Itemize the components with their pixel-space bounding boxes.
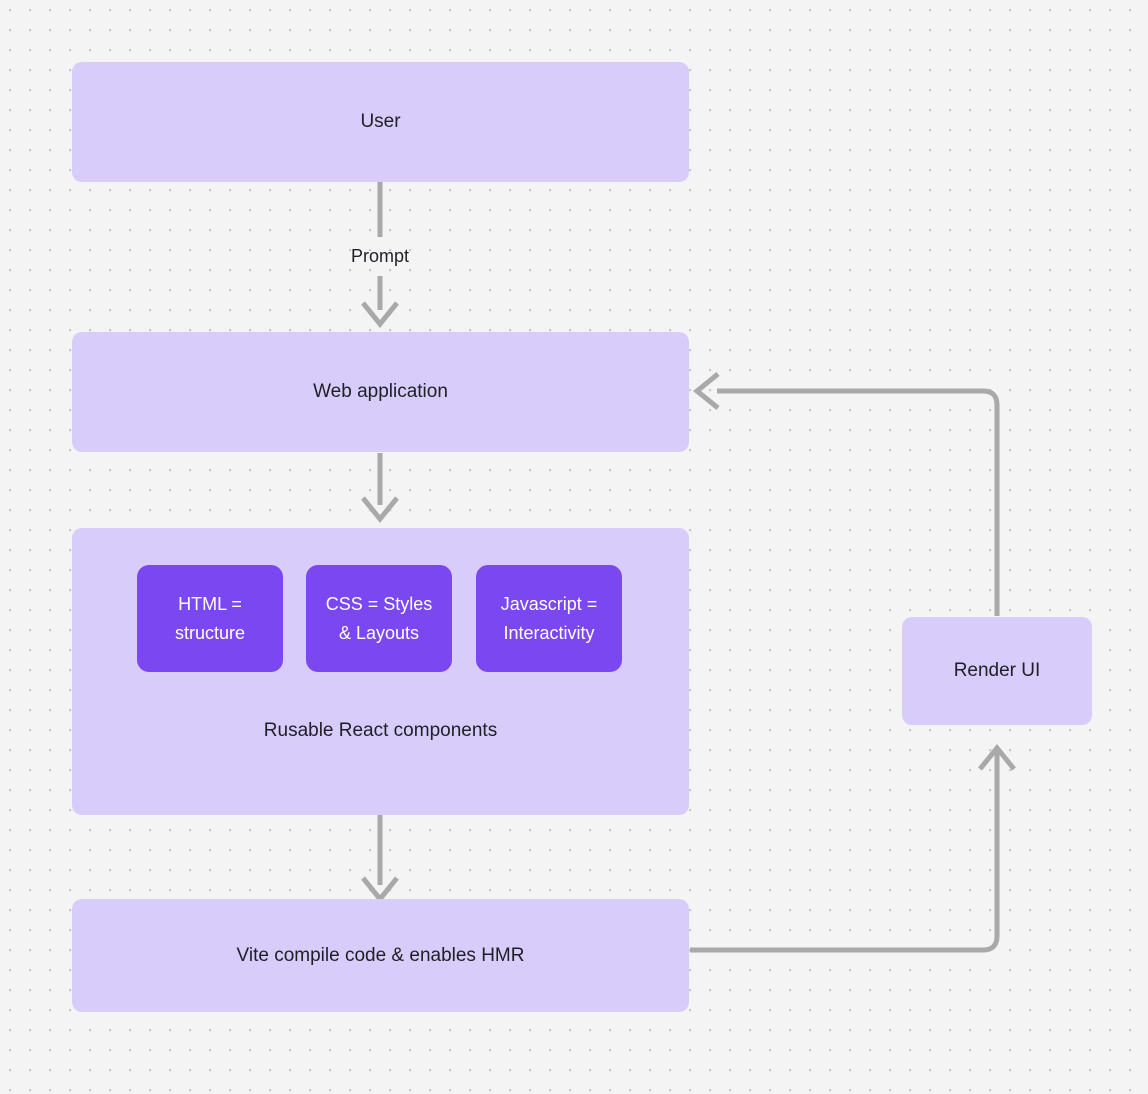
edge-web-application-to-components — [361, 453, 399, 523]
node-html-label: HTML = structure — [175, 590, 245, 648]
edge-components-to-vite — [361, 815, 399, 903]
edge-label-prompt: Prompt — [350, 246, 410, 266]
node-vite-label: Vite compile code & enables HMR — [236, 944, 525, 966]
edge-vite-to-render-ui — [690, 744, 1016, 953]
node-render-ui-label: Render UI — [953, 660, 1041, 682]
node-html-line1: HTML = — [178, 593, 242, 614]
node-html[interactable]: HTML = structure — [137, 565, 283, 672]
node-user[interactable]: User — [72, 62, 689, 182]
node-render-ui[interactable]: Render UI — [902, 617, 1092, 725]
node-javascript-line2: Interactivity — [503, 622, 595, 643]
node-user-label: User — [360, 111, 401, 133]
node-components-group-label: Rusable React components — [263, 720, 498, 741]
node-components-group[interactable]: HTML = structure CSS = Styles & Layouts … — [72, 528, 689, 815]
node-css[interactable]: CSS = Styles & Layouts — [306, 565, 452, 672]
node-javascript[interactable]: Javascript = Interactivity — [476, 565, 622, 672]
node-web-application[interactable]: Web application — [72, 332, 689, 452]
node-javascript-label: Javascript = Interactivity — [501, 590, 598, 648]
node-javascript-line1: Javascript = — [500, 593, 598, 614]
edge-render-ui-to-web-application — [693, 372, 1000, 616]
node-web-application-label: Web application — [313, 381, 448, 403]
node-css-line1: CSS = Styles — [325, 593, 433, 614]
node-css-label: CSS = Styles & Layouts — [326, 590, 433, 648]
node-html-line2: structure — [174, 622, 246, 643]
node-css-line2: & Layouts — [338, 622, 420, 643]
node-vite[interactable]: Vite compile code & enables HMR — [72, 899, 689, 1012]
